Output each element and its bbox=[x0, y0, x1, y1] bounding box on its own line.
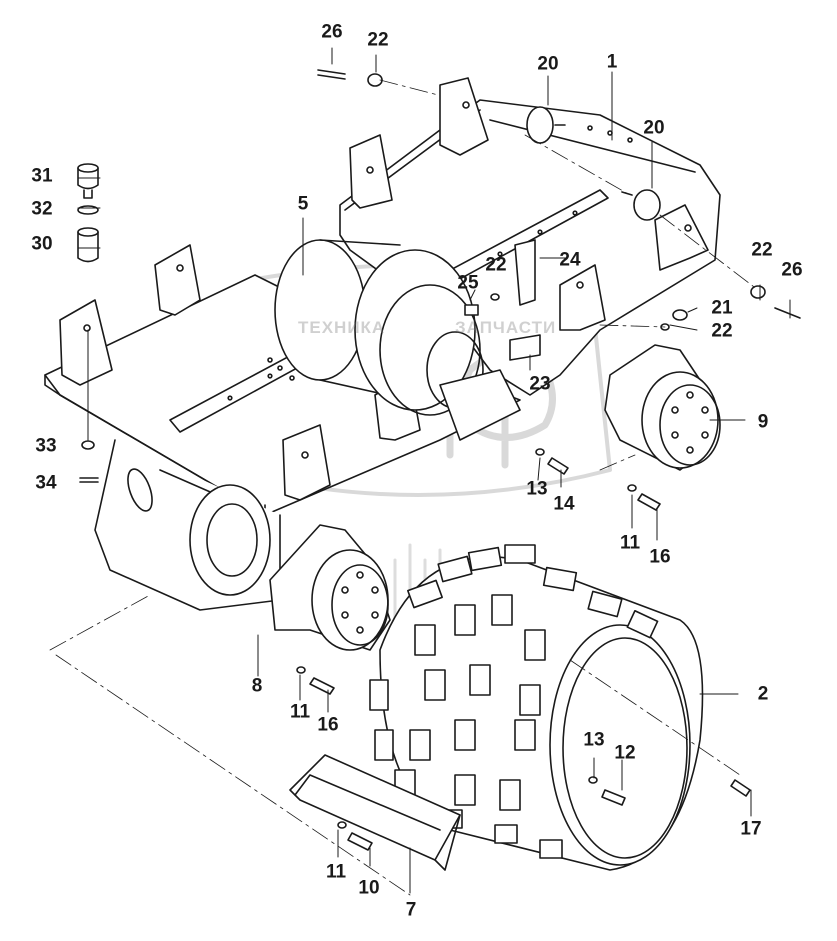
small-parts bbox=[77, 69, 801, 851]
callout-22: 22 bbox=[367, 29, 389, 51]
callout-11: 11 bbox=[325, 861, 347, 883]
callout-23: 23 bbox=[529, 373, 551, 395]
callout-22: 22 bbox=[485, 254, 507, 276]
callout-17: 17 bbox=[740, 818, 762, 840]
exciter-drum bbox=[274, 239, 521, 441]
callout-13: 13 bbox=[583, 729, 605, 751]
leader-lines bbox=[77, 47, 791, 894]
callout-2: 2 bbox=[757, 683, 769, 705]
callout-10: 10 bbox=[358, 877, 380, 899]
scraper-blade bbox=[289, 754, 461, 871]
callout-24: 24 bbox=[559, 249, 581, 271]
drive-motor-left bbox=[269, 524, 391, 651]
callout-33: 33 bbox=[35, 435, 57, 457]
callout-20: 20 bbox=[537, 53, 559, 75]
callout-16: 16 bbox=[317, 714, 339, 736]
callout-26: 26 bbox=[781, 259, 803, 281]
callout-32: 32 bbox=[31, 198, 53, 220]
callout-22: 22 bbox=[711, 320, 733, 342]
callout-7: 7 bbox=[405, 899, 417, 921]
drive-motor-right bbox=[604, 344, 721, 471]
callout-31: 31 bbox=[31, 165, 53, 187]
callout-30: 30 bbox=[31, 233, 53, 255]
callout-1: 1 bbox=[606, 51, 618, 73]
callout-26: 26 bbox=[321, 21, 343, 43]
watermark-text-left: ТЕХНИКА bbox=[298, 318, 386, 337]
callout-22: 22 bbox=[751, 239, 773, 261]
callout-12: 12 bbox=[614, 742, 636, 764]
callout-20: 20 bbox=[643, 117, 665, 139]
callout-13: 13 bbox=[526, 478, 548, 500]
padfoot-drum bbox=[369, 544, 704, 871]
watermark-text-right: ЗАПЧАСТИ bbox=[455, 318, 557, 337]
callout-8: 8 bbox=[251, 675, 263, 697]
callout-25: 25 bbox=[457, 272, 479, 294]
callout-16: 16 bbox=[649, 546, 671, 568]
center-lines bbox=[49, 79, 759, 896]
callout-11: 11 bbox=[619, 532, 641, 554]
callout-9: 9 bbox=[757, 411, 769, 433]
callout-21: 21 bbox=[711, 297, 733, 319]
callout-14: 14 bbox=[553, 493, 575, 515]
callout-5: 5 bbox=[297, 193, 309, 215]
callout-11: 11 bbox=[289, 701, 311, 723]
callout-34: 34 bbox=[35, 472, 57, 494]
